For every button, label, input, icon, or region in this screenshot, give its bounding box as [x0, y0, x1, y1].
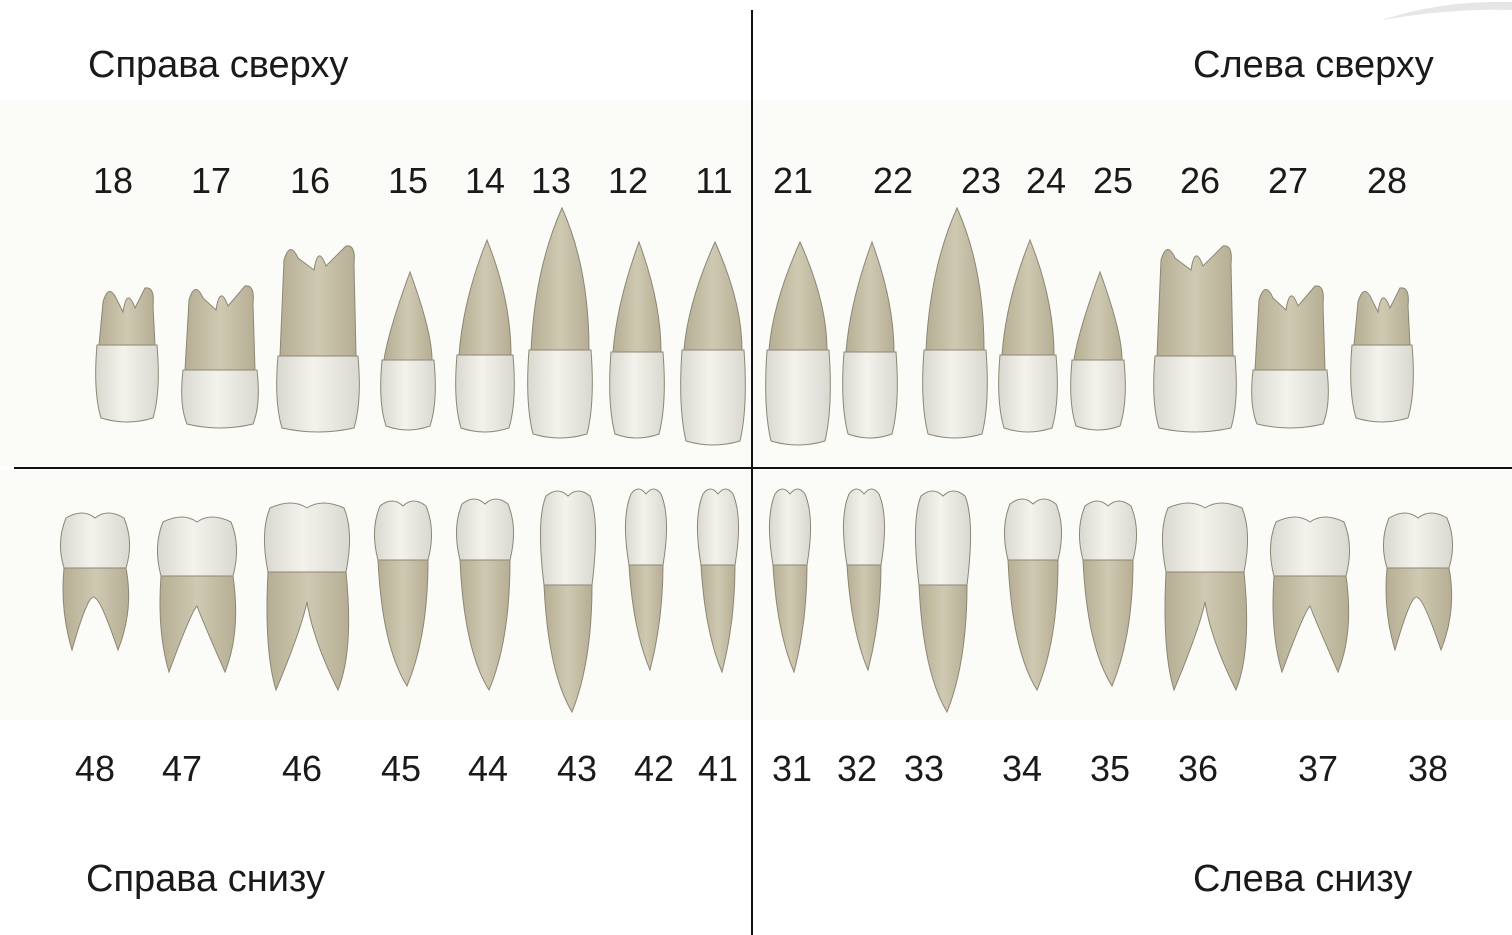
tooth-number: 25	[1093, 160, 1133, 202]
horizontal-occlusal-line	[14, 467, 1512, 469]
label-lower-right: Справа снизу	[86, 858, 325, 901]
tooth-number: 33	[904, 748, 944, 790]
upper-tooth	[610, 242, 665, 438]
tooth-number: 32	[837, 748, 877, 790]
lower-tooth	[1079, 501, 1136, 686]
tooth-number: 31	[772, 748, 812, 790]
lower-tooth	[843, 489, 884, 670]
lower-tooth	[264, 503, 349, 690]
lower-tooth	[456, 499, 513, 690]
tooth-number: 23	[961, 160, 1001, 202]
upper-tooth	[681, 242, 746, 445]
tooth-number: 26	[1180, 160, 1220, 202]
upper-tooth	[528, 208, 593, 438]
lower-tooth	[769, 489, 810, 672]
upper-tooth	[1252, 286, 1329, 428]
lower-tooth	[60, 513, 129, 650]
upper-tooth	[843, 242, 898, 438]
tooth-number: 18	[93, 160, 133, 202]
upper-tooth	[999, 240, 1058, 432]
tooth-number: 12	[608, 160, 648, 202]
upper-tooth	[182, 286, 259, 428]
lower-tooth	[1383, 513, 1452, 650]
label-upper-right: Справа сверху	[88, 44, 348, 87]
vertical-midline	[751, 10, 753, 935]
tooth-number: 45	[381, 748, 421, 790]
lower-tooth	[540, 491, 595, 712]
lower-tooth	[697, 489, 738, 672]
tooth-number: 48	[75, 748, 115, 790]
tooth-number: 36	[1178, 748, 1218, 790]
lower-tooth	[1004, 499, 1061, 690]
tooth-number: 44	[468, 748, 508, 790]
tooth-number: 13	[531, 160, 571, 202]
lower-tooth	[1270, 517, 1349, 672]
lower-tooth	[625, 489, 666, 670]
label-lower-left: Слева снизу	[1193, 858, 1412, 901]
upper-tooth	[381, 272, 436, 430]
upper-tooth	[277, 246, 360, 432]
tooth-number: 38	[1408, 748, 1448, 790]
tooth-number: 42	[634, 748, 674, 790]
tooth-number: 43	[557, 748, 597, 790]
upper-tooth	[766, 242, 831, 445]
tooth-number: 35	[1090, 748, 1130, 790]
tooth-number: 27	[1268, 160, 1308, 202]
upper-tooth	[96, 288, 159, 422]
upper-tooth	[923, 208, 988, 438]
label-upper-left: Слева сверху	[1193, 44, 1434, 87]
lower-tooth	[157, 517, 236, 672]
tooth-number: 47	[162, 748, 202, 790]
tooth-number: 15	[388, 160, 428, 202]
tooth-number: 41	[698, 748, 738, 790]
upper-tooth	[1154, 246, 1237, 432]
tooth-number: 28	[1367, 160, 1407, 202]
tooth-number: 22	[873, 160, 913, 202]
tooth-number: 37	[1298, 748, 1338, 790]
tooth-number: 14	[465, 160, 505, 202]
tooth-number: 24	[1026, 160, 1066, 202]
upper-tooth	[1071, 272, 1126, 430]
tooth-number: 11	[695, 160, 732, 202]
upper-tooth	[456, 240, 515, 432]
tooth-number: 17	[191, 160, 231, 202]
tooth-number: 34	[1002, 748, 1042, 790]
lower-tooth	[915, 491, 970, 712]
tooth-number: 16	[290, 160, 330, 202]
lower-tooth	[1162, 503, 1247, 690]
lower-tooth	[374, 501, 431, 686]
tooth-number: 46	[282, 748, 322, 790]
tooth-number: 21	[773, 160, 813, 202]
upper-tooth	[1351, 288, 1414, 422]
